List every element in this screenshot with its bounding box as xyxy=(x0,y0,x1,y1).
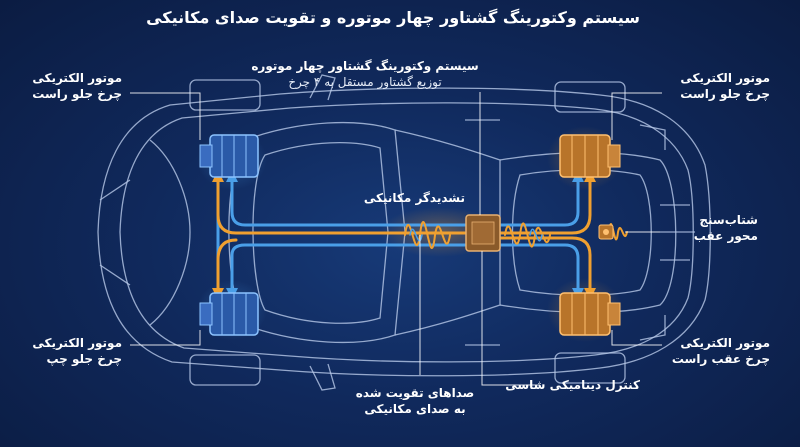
label-amplified-sounds: صداهای تقویت شده به صدای مکانیکی xyxy=(345,385,485,417)
label-top-center-line2: توزیع گشتاور مستقل به ۴ چرخ xyxy=(288,75,442,89)
leader-lines xyxy=(130,92,662,386)
front-left-motor-icon xyxy=(199,292,259,336)
label-front-left-motor: موتور الکتریکی چرخ جلو چپ xyxy=(32,335,122,367)
label-front-right-right-line2: چرخ جلو راست xyxy=(680,87,770,101)
label-accelerometer-line2: محور عقب xyxy=(693,229,758,243)
torque-flow-orange xyxy=(216,176,592,294)
label-front-left-line2: چرخ جلو چپ xyxy=(46,352,122,366)
label-top-center-line1: سیستم وکتورینگ گشتاور چهار موتوره xyxy=(251,59,479,73)
label-accelerometer-line1: شتاب‌سنج xyxy=(699,213,758,227)
label-top-center: سیستم وکتورینگ گشتاور چهار موتوره توزیع … xyxy=(230,58,500,90)
label-rear-right-line2: چرخ عقب راست xyxy=(671,352,770,366)
label-sounds-line2: به صدای مکانیکی xyxy=(364,402,466,416)
label-front-right-motor-left: موتور الکتریکی چرخ جلو راست xyxy=(32,70,122,102)
page-title: سیستم وکتورینگ گشتاور چهار موتوره و تقوی… xyxy=(146,8,640,27)
rear-right-motor-icon xyxy=(559,134,621,178)
accelerometer-icon xyxy=(598,224,614,240)
label-front-left-line1: موتور الکتریکی xyxy=(32,336,122,350)
controller-box-icon xyxy=(465,214,501,252)
label-front-right-right-line1: موتور الکتریکی xyxy=(680,71,770,85)
rear-left-motor-icon xyxy=(559,292,621,336)
label-rear-right-motor: موتور الکتریکی چرخ عقب راست xyxy=(672,335,770,367)
front-right-motor-icon xyxy=(199,134,259,178)
sound-wave-icon xyxy=(404,221,628,249)
label-chassis-dynamic-control: کنترل دینامیکی شاسی xyxy=(505,378,640,392)
label-rear-right-line1: موتور الکتریکی xyxy=(680,336,770,350)
label-mechanical-amplifier: تشدیدگر مکانیکی xyxy=(363,191,465,205)
label-front-right-left-line2: چرخ جلو راست xyxy=(32,87,122,101)
label-front-right-left-line1: موتور الکتریکی xyxy=(32,71,122,85)
label-rear-accelerometer: شتاب‌سنج محور عقب xyxy=(694,212,758,244)
label-sounds-line1: صداهای تقویت شده xyxy=(355,386,475,400)
label-front-right-motor-right: موتور الکتریکی چرخ جلو راست xyxy=(680,70,770,102)
